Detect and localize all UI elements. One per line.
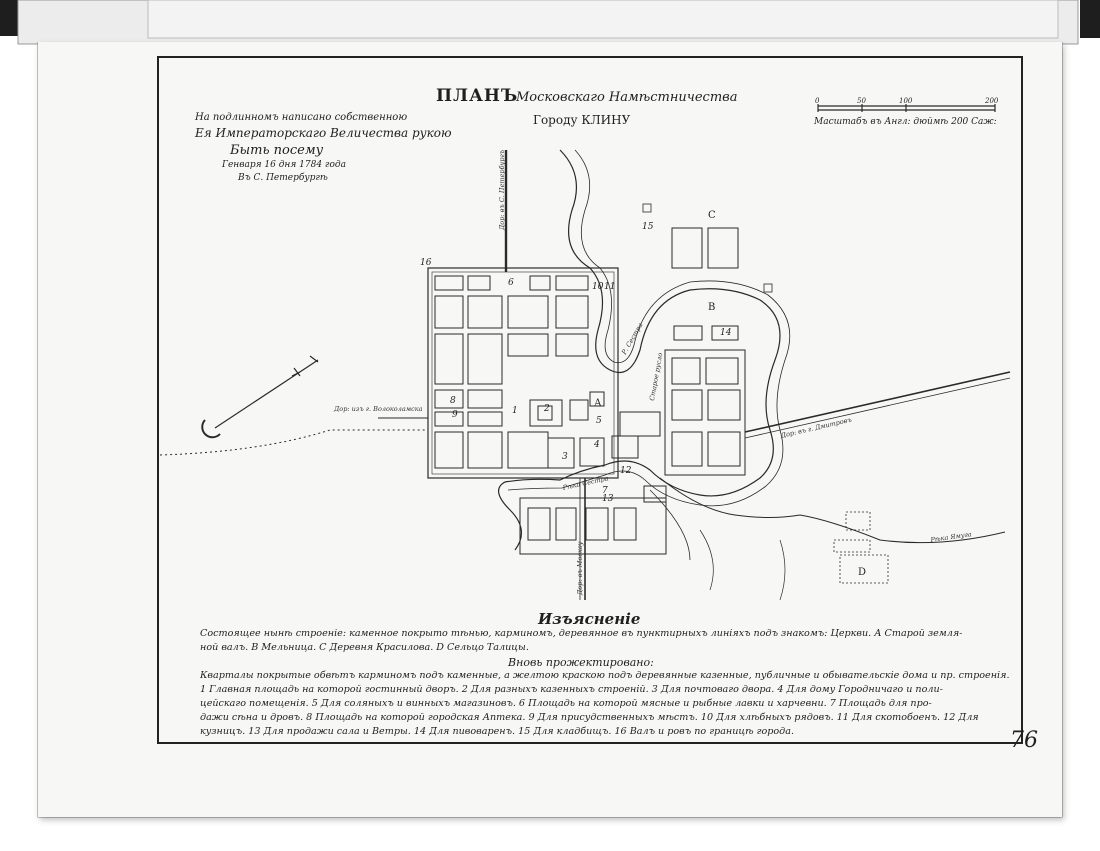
map-number-4: 4 — [594, 440, 600, 450]
map-number-16: 16 — [420, 258, 432, 268]
map-number-3: 3 — [562, 452, 568, 462]
legend-line-5: цейскаго помещенія. 5 Для соляныхъ и вин… — [200, 698, 932, 709]
scale-tick-0: 0 — [815, 97, 820, 105]
river-yamuga — [659, 477, 1006, 544]
map-number-14: 14 — [720, 328, 732, 338]
map-number-13: 13 — [602, 494, 614, 504]
page-mark: 76 — [1010, 728, 1038, 753]
map-number-8: 8 — [450, 396, 456, 406]
map-title: ПЛАНЪ — [436, 86, 519, 106]
map-number-7: 7 — [602, 486, 608, 496]
approval-line-1: На подлинномъ написано собственною — [195, 112, 408, 123]
map-number-9: 9 — [452, 410, 458, 420]
scale-label: Масштабъ въ Англ: дюймѣ 200 Саж: — [814, 117, 997, 127]
road-label-moscow: Дор: въ Москву — [576, 541, 584, 595]
town-rampart — [427, 267, 619, 479]
road-label-volokolamsk: Дор: изъ г. Волоколамска — [334, 405, 423, 413]
scale-tick-200: 200 — [985, 97, 999, 105]
compass-rose — [201, 355, 319, 439]
west-quarters — [434, 275, 605, 469]
approval-line-3: Быть посему — [230, 143, 324, 158]
approval-line-5: Въ С. Петербургѣ — [238, 173, 328, 183]
scale-bar — [817, 104, 996, 112]
legend-line-6: дажи сѣна и дровъ. 8 Площадь на которой … — [200, 712, 979, 723]
legend-line-7: кузницъ. 13 Для продажи сала и Ветры. 14… — [200, 726, 795, 737]
boundary-dotted-west — [159, 429, 428, 456]
approval-line-4: Генваря 16 дня 1784 года — [222, 160, 346, 170]
map-governorship: Московскаго Намѣстничества — [516, 90, 738, 105]
map-number-6: 6 — [508, 278, 514, 288]
scale-tick-50: 50 — [857, 97, 866, 105]
map-letter-d: D — [858, 567, 867, 578]
map-number-5: 5 — [596, 416, 602, 426]
legend-line-3: Кварталы покрытые обвѣтъ карминомъ подъ … — [200, 670, 1010, 681]
map-letter-c: С — [708, 210, 716, 221]
map-frame — [157, 56, 1023, 744]
map-number-2: 2 — [544, 404, 550, 414]
river-sestra — [498, 149, 781, 551]
map-number-10: 10 — [592, 282, 604, 292]
legend-line-1: Состоящее нынѣ строеніе: каменное покрыт… — [200, 628, 963, 639]
scale-tick-100: 100 — [899, 97, 913, 105]
map-letter-b: В — [708, 302, 716, 313]
legend-heading: Изъясненіе — [538, 610, 641, 628]
map-letter-a: А — [594, 398, 602, 409]
map-sheet — [38, 42, 1062, 817]
road-label-petersburg: Дор: въ С. Петербургъ — [498, 149, 506, 230]
east-quarters — [611, 227, 746, 476]
map-city: Городу КЛИНУ — [533, 113, 631, 127]
legend-subheading: Вновь прожектировано: — [508, 656, 654, 669]
map-number-12: 12 — [620, 466, 632, 476]
south-quarters — [519, 485, 667, 555]
legend-line-2: ной валъ. В Мельница. С Деревня Красилов… — [200, 642, 529, 653]
map-number-1: 1 — [512, 406, 518, 416]
legend-line-4: 1 Главная площадь на которой гостинный д… — [200, 684, 943, 695]
map-number-15: 15 — [642, 222, 654, 232]
approval-line-2: Ея Императорскаго Величества рукою — [195, 126, 452, 140]
map-number-11: 11 — [604, 282, 616, 292]
road-to-dmitrov — [744, 371, 1011, 433]
